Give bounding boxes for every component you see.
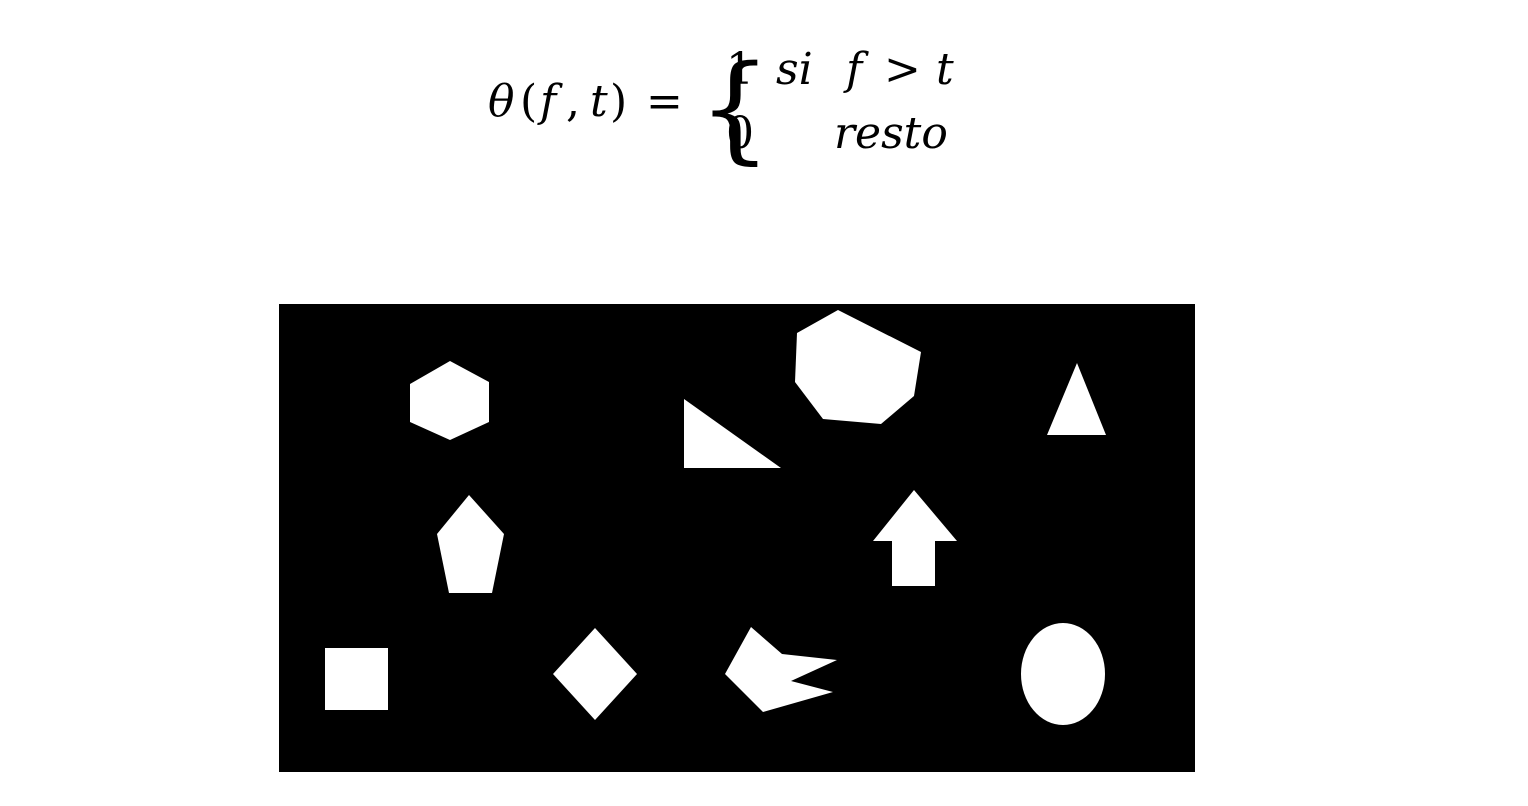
heptagon-shape [795,310,921,424]
pentagon-shape [437,495,504,593]
ellipse-shape [1021,623,1105,725]
diamond-shape [553,628,637,720]
formula-f-arg: f [537,76,563,127]
case2-value: 0 [726,108,754,159]
case1-value: 1 [726,44,754,95]
case1-lhs: f [843,44,869,95]
case2-condition-word: resto [834,108,948,159]
formula-equals: = [646,76,683,127]
formula-open-paren: ( [520,76,537,127]
hexagon-shape [410,361,489,440]
triangle-shape [1047,363,1106,435]
right-triangle-shape [684,399,781,468]
case1-condition-word: si [776,44,813,95]
formula-comma: , [566,76,580,127]
formula-t-arg: t [590,76,608,127]
formula-brace: { [698,41,772,176]
irregular-polygon-shape [725,627,837,712]
formula-theta: θ [488,76,515,127]
up-arrow-shape [873,490,957,586]
case1-operator: > [884,44,921,95]
binary-image-panel [279,304,1195,772]
square-shape [325,648,388,710]
case1-rhs: t [936,44,954,95]
threshold-formula: θ ( f , t ) = { 1 si f > t 0 resto [488,41,954,176]
formula-close-paren: ) [610,76,627,127]
